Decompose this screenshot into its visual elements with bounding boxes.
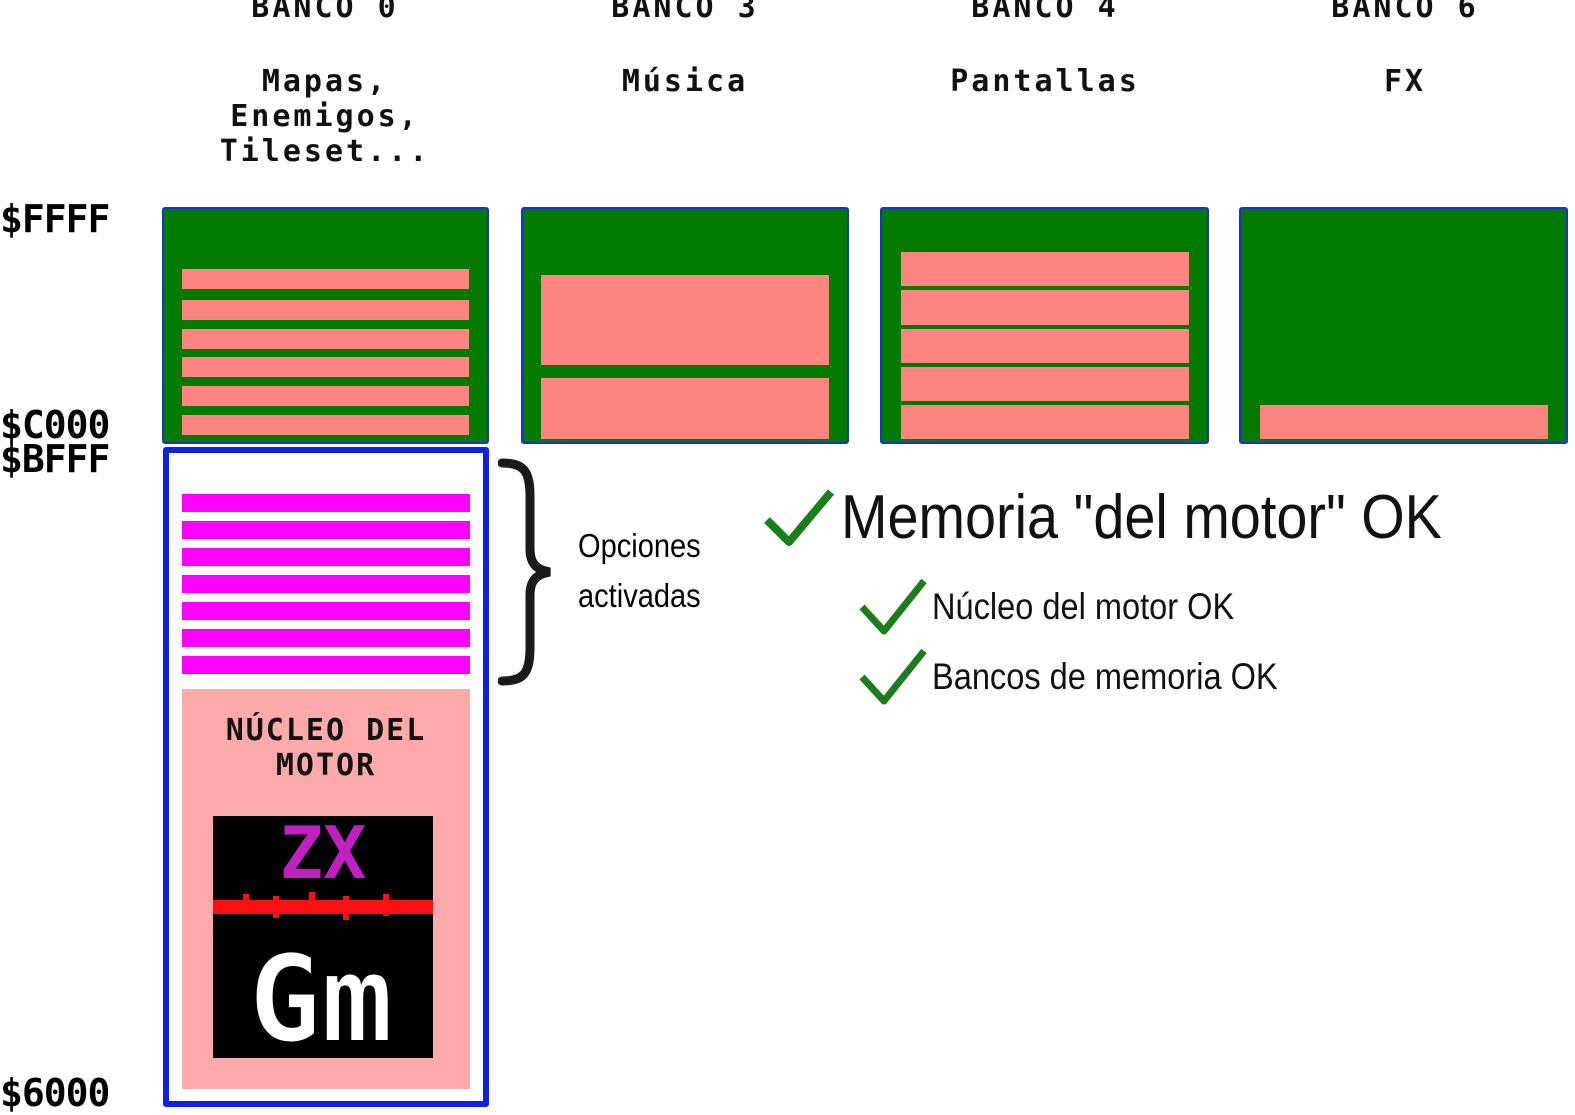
bank-title-4: BANCO 4 [971,0,1119,25]
bank-title-0: BANCO 0 [251,0,399,25]
logo-bottom-text: Gm [249,931,394,1058]
bank-6-memory [1239,207,1568,444]
bank-0-block [182,329,469,349]
address-c000: $C000 [0,403,110,447]
bank-0-block [182,415,469,435]
bank-3-memory [521,207,849,444]
check-sub1-text: Núcleo del motor OK [932,586,1235,627]
bank-3-block [541,275,829,365]
bank-4-memory [880,207,1209,444]
bank-6-block [1260,405,1548,439]
engine-core: NÚCLEO DEL MOTOR ZX Gm [182,689,470,1089]
option-bar [182,629,470,647]
option-bar [182,656,470,674]
bank-title-3: BANCO 3 [611,0,759,25]
right-brace-icon [498,458,551,686]
bank-desc-3: Música [621,64,749,99]
bank-0-block [182,386,469,406]
address-bfff: $BFFF [0,437,110,481]
option-bar [182,521,470,539]
address-ffff: $FFFF [0,197,110,241]
bank-3-block [541,378,829,439]
bank-0-block [182,357,469,377]
bank-desc-6: FX [1383,64,1427,99]
option-bar [182,602,470,620]
bank-4-block [901,329,1189,363]
logo-top-text: ZX [280,816,367,895]
check-sub2-text: Bancos de memoria OK [932,656,1278,697]
check-main-text: Memoria "del motor" OK [841,483,1442,552]
option-bar [182,494,470,512]
bank-4-block [901,252,1189,286]
bank-0-block [182,269,469,289]
options-label: Opciones activadas [578,527,701,614]
bank-title-6: BANCO 6 [1331,0,1479,25]
option-bar [182,548,470,566]
bank-4-block [901,367,1189,401]
address-6000: $6000 [0,1071,110,1115]
check-sub1: Núcleo del motor OK [858,577,1275,637]
zx-logo: ZX Gm [213,811,433,1071]
bank-desc-0: Mapas, Enemigos, Tileset... [219,64,431,169]
checkmark-icon [859,648,927,705]
check-sub2: Bancos de memoria OK [858,647,1325,707]
bank-4-block [901,405,1189,439]
bank-0-block [182,300,469,320]
option-bar [182,575,470,593]
check-main: Memoria "del motor" OK [763,482,1509,553]
engine-core-label: NÚCLEO DEL MOTOR [225,713,427,783]
bank-desc-4: Pantallas [950,64,1140,99]
zx-logo-graphic: ZX Gm [213,811,433,1071]
bank-4-block [901,290,1189,325]
checkmark-icon [859,578,927,635]
bank-0-memory [162,207,489,444]
engine-memory: NÚCLEO DEL MOTOR ZX Gm [163,447,489,1107]
checkmark-icon [764,488,835,546]
